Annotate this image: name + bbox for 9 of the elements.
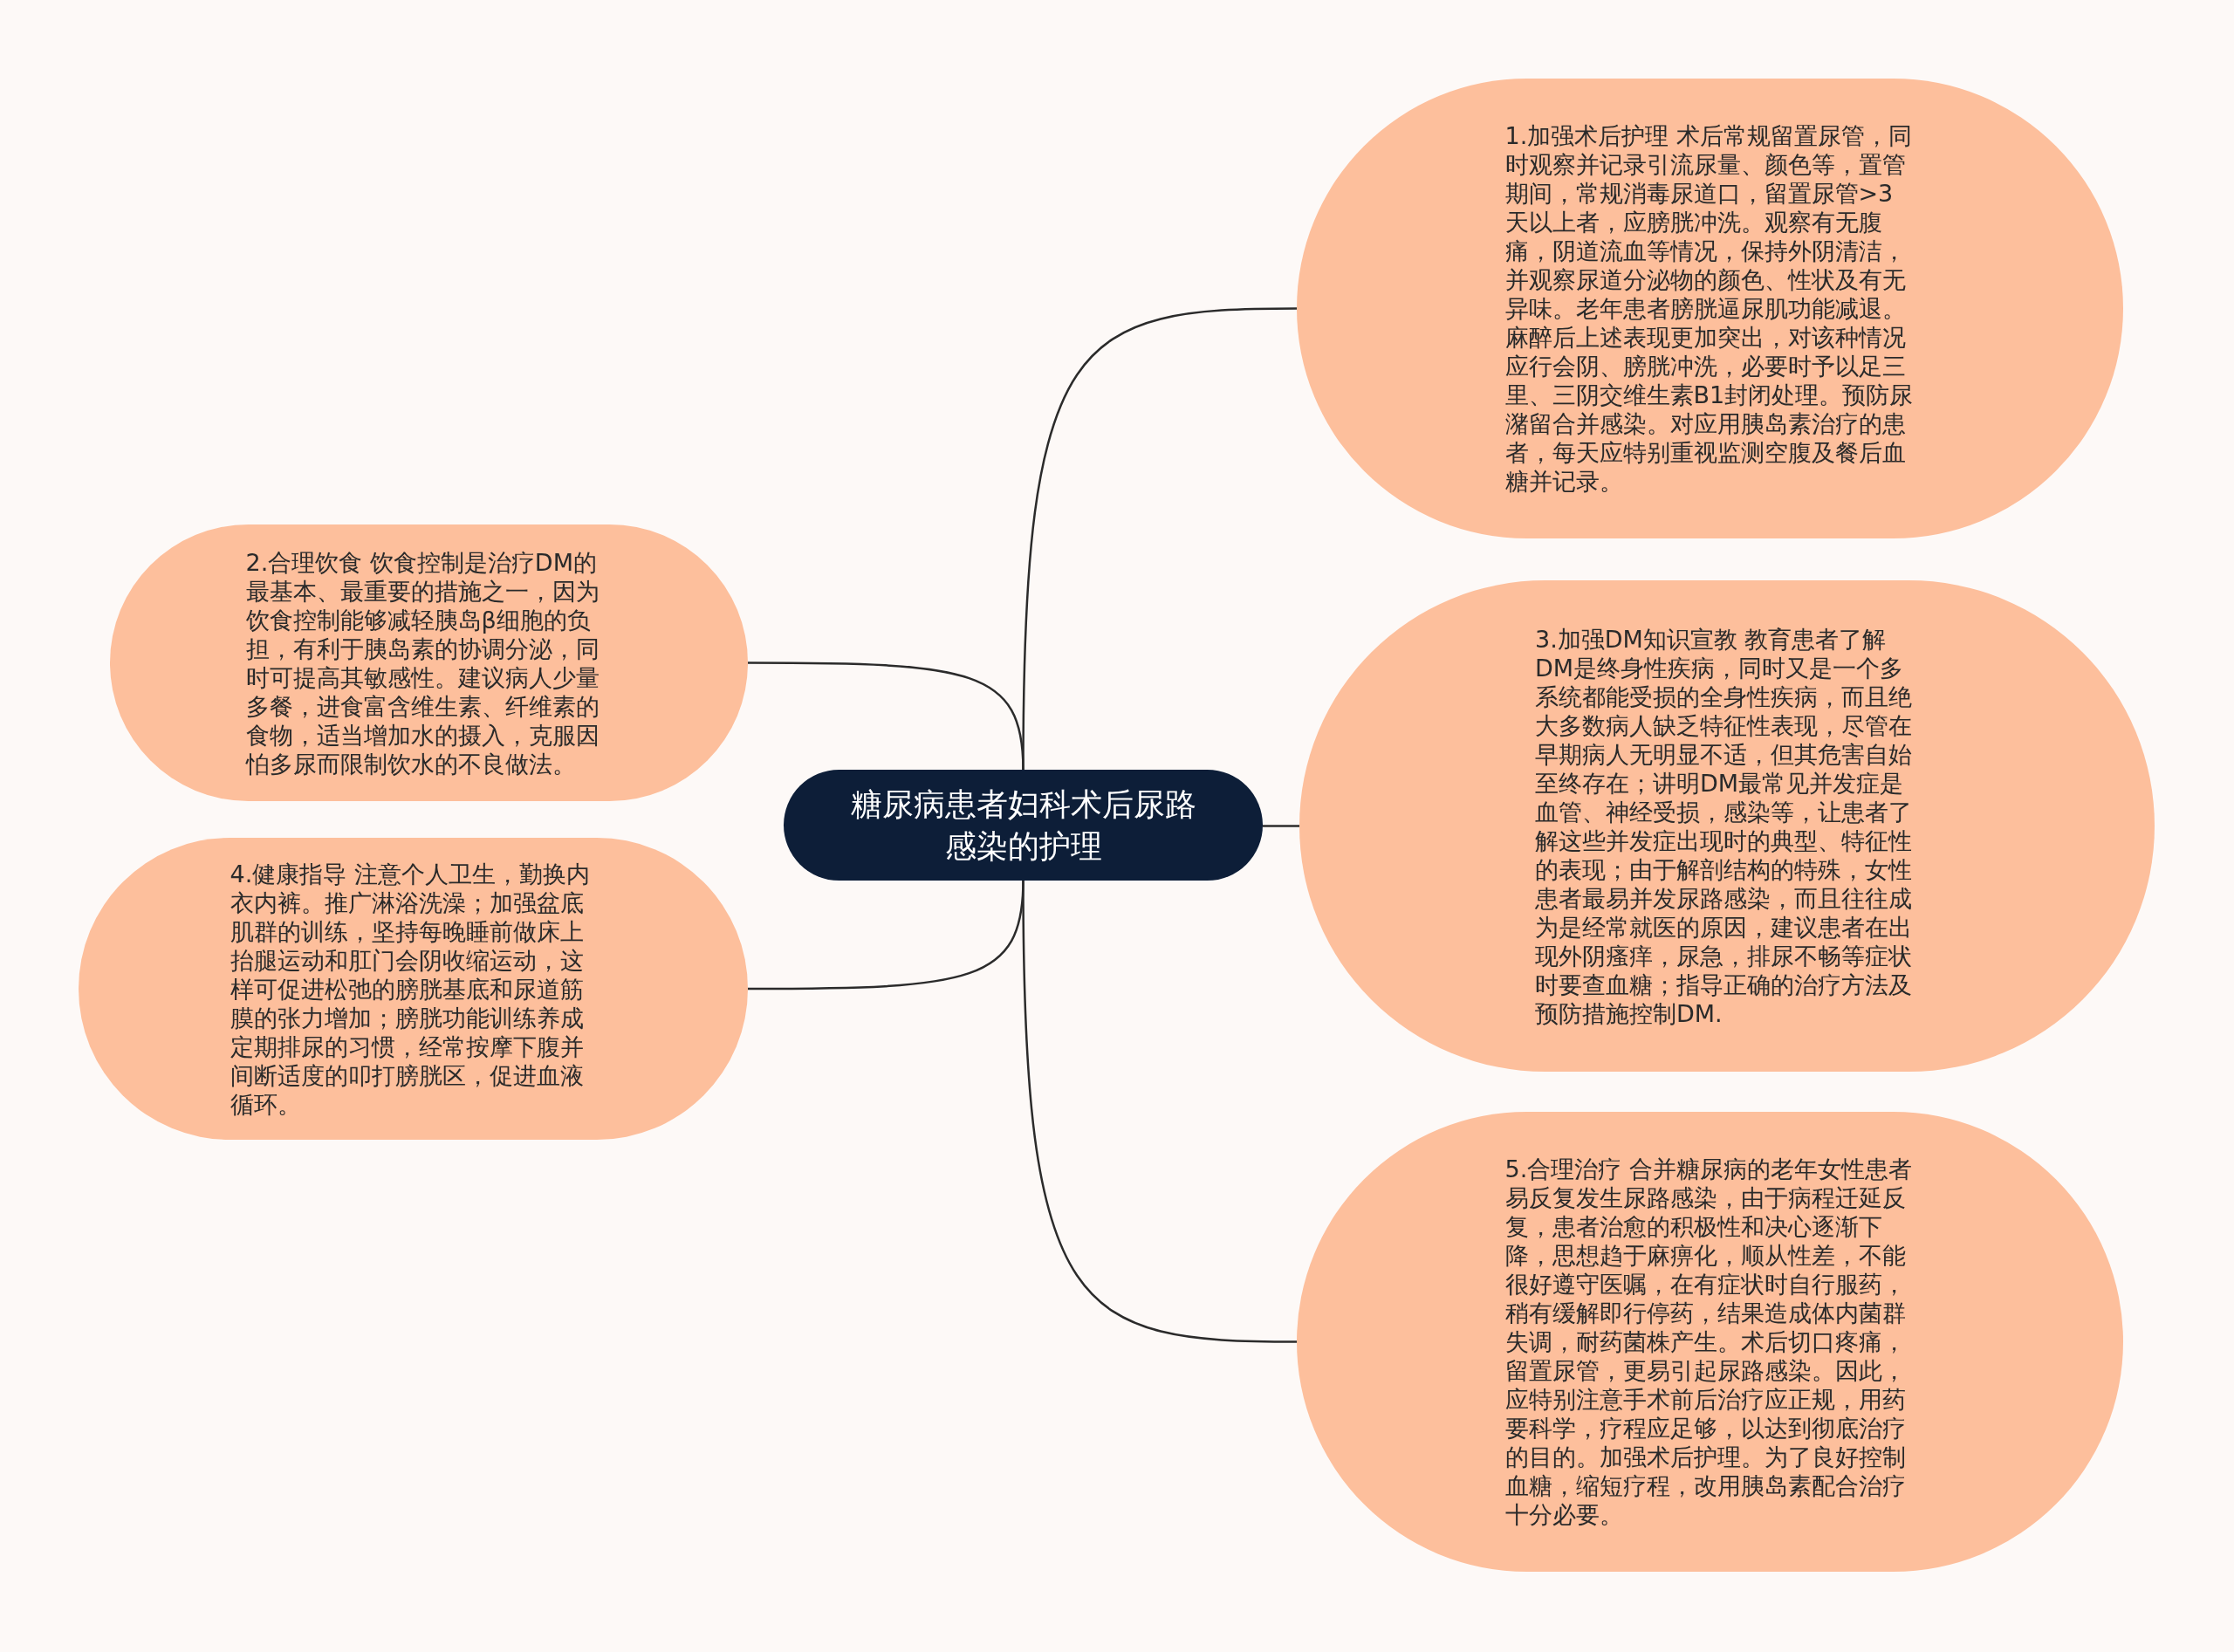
- topic-bubble: 5.合理治疗 合并糖尿病的老年女性患者易反复发生尿路感染，由于病程迁延反复，患者治愈的积极性和决心逐渐下降，思想趋于麻痹化，顺从性差，不能很好遵守医嘱，在有症状时自行服药，稍有缓解即行停药，结果造成体内菌群失调，耐药菌株产生。术后切口疼痛，留置尿管，更易引起尿路感染。因此，应特别注意手术前后治疗应正规，用药要科学，疗程应足够，以达到彻底治疗的目的。加强术后护理。为了良好控制血糖，缩短疗程，改用胰岛素配合治疗十分必要。: [1297, 1112, 2123, 1572]
- connector-line: [748, 661, 1024, 771]
- topic-bubble: 2.合理饮食 饮食控制是治疗DM的最基本、最重要的措施之一，因为饮食控制能够减轻胰岛β细胞的负担，有利于胰岛素的协调分泌，同时可提高其敏感性。建议病人少量多餐，进食富含维生素、纤维素的食物，适当增加水的摄入，克服因怕多尿而限制饮水的不良做法。: [110, 524, 748, 801]
- connector-line: [1022, 881, 1297, 1343]
- topic-bubble: 1.加强术后护理 术后常规留置尿管，同时观察并记录引流尿量、颜色等，置管期间，常规消毒尿道口，留置尿管>3天以上者，应膀胱冲洗。观察有无腹痛，阴道流血等情况，保持外阴清洁，并观察尿道分泌物的颜色、性状及有无异味。老年患者膀胱逼尿肌功能减退。麻醉后上述表现更加突出，对该种情况应行会阴、膀胱冲洗，必要时予以足三里、三阴交维生素B1封闭处理。预防尿潴留合并感染。对应用胰岛素治疗的患者，每天应特别重视监测空腹及餐后血糖并记录。: [1297, 79, 2123, 538]
- topic-bubble: 3.加强DM知识宣教 教育患者了解DM是终身性疾病，同时又是一个多系统都能受损的全身性疾病，而且绝大多数病人缺乏特征性表现，尽管在早期病人无明显不适，但其危害自始至终存在；讲明DM最常见并发症是血管、神经受损，感染等，让患者了解这些并发症出现时的典型、特征性的表现；由于解剖结构的特殊，女性患者最易并发尿路感染，而且往往成为是经常就医的原因，建议患者在出现外阴瘙痒，尿急，排尿不畅等症状时要查血糖；指导正确的治疗方法及预防措施控制DM.: [1299, 580, 2155, 1072]
- topic-bubble: 4.健康指导 注意个人卫生，勤换内衣内裤。推广淋浴洗澡；加强盆底肌群的训练，坚持每晚睡前做床上抬腿运动和肛门会阴收缩运动，这样可促进松弛的膀胱基底和尿道筋膜的张力增加；膀胱功能训练养成定期排尿的习惯，经常按摩下腹并间断适度的叩打膀胱区，促进血液循环。: [79, 838, 748, 1140]
- connector-line: [1263, 825, 1299, 827]
- central-topic: 糖尿病患者妇科术后尿路感染的护理: [784, 770, 1263, 881]
